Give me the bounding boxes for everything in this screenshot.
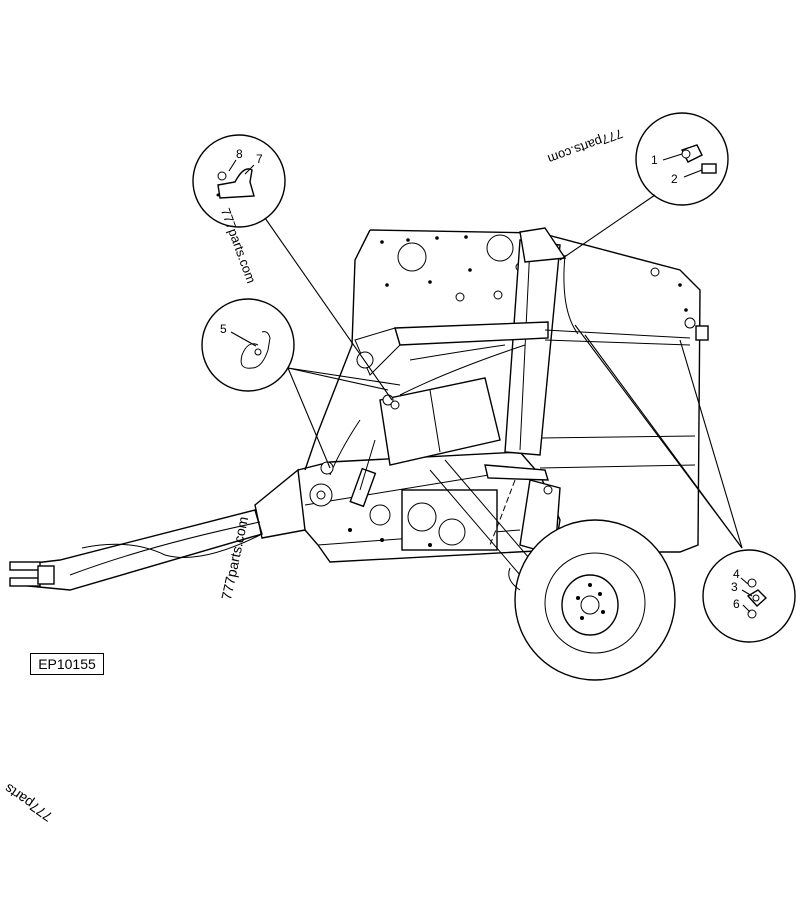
callout-5: 5 [220, 322, 227, 336]
callout-8: 8 [236, 147, 243, 161]
callout-6: 6 [733, 597, 740, 611]
upper-housing [304, 229, 709, 553]
control-box [320, 344, 526, 491]
gate-arm [354, 227, 691, 456]
reference-code-label: EP10155 [30, 653, 104, 675]
callout-labels: 8 7 5 1 2 4 3 6 [220, 147, 740, 611]
detail-bubble-5 [201, 298, 295, 392]
callout-2: 2 [671, 172, 678, 186]
callout-4: 4 [733, 567, 740, 581]
detail-bubble-7-8 [192, 134, 286, 228]
wheel [508, 519, 676, 681]
detail-bubble-1-2 [635, 112, 729, 206]
leader-lines [264, 194, 743, 549]
drawbar [9, 468, 306, 591]
detail-bubble-3-4-6 [702, 549, 796, 643]
lower-frame [297, 451, 561, 563]
callout-7: 7 [256, 152, 263, 166]
callout-3: 3 [731, 580, 738, 594]
callout-1: 1 [651, 153, 658, 167]
